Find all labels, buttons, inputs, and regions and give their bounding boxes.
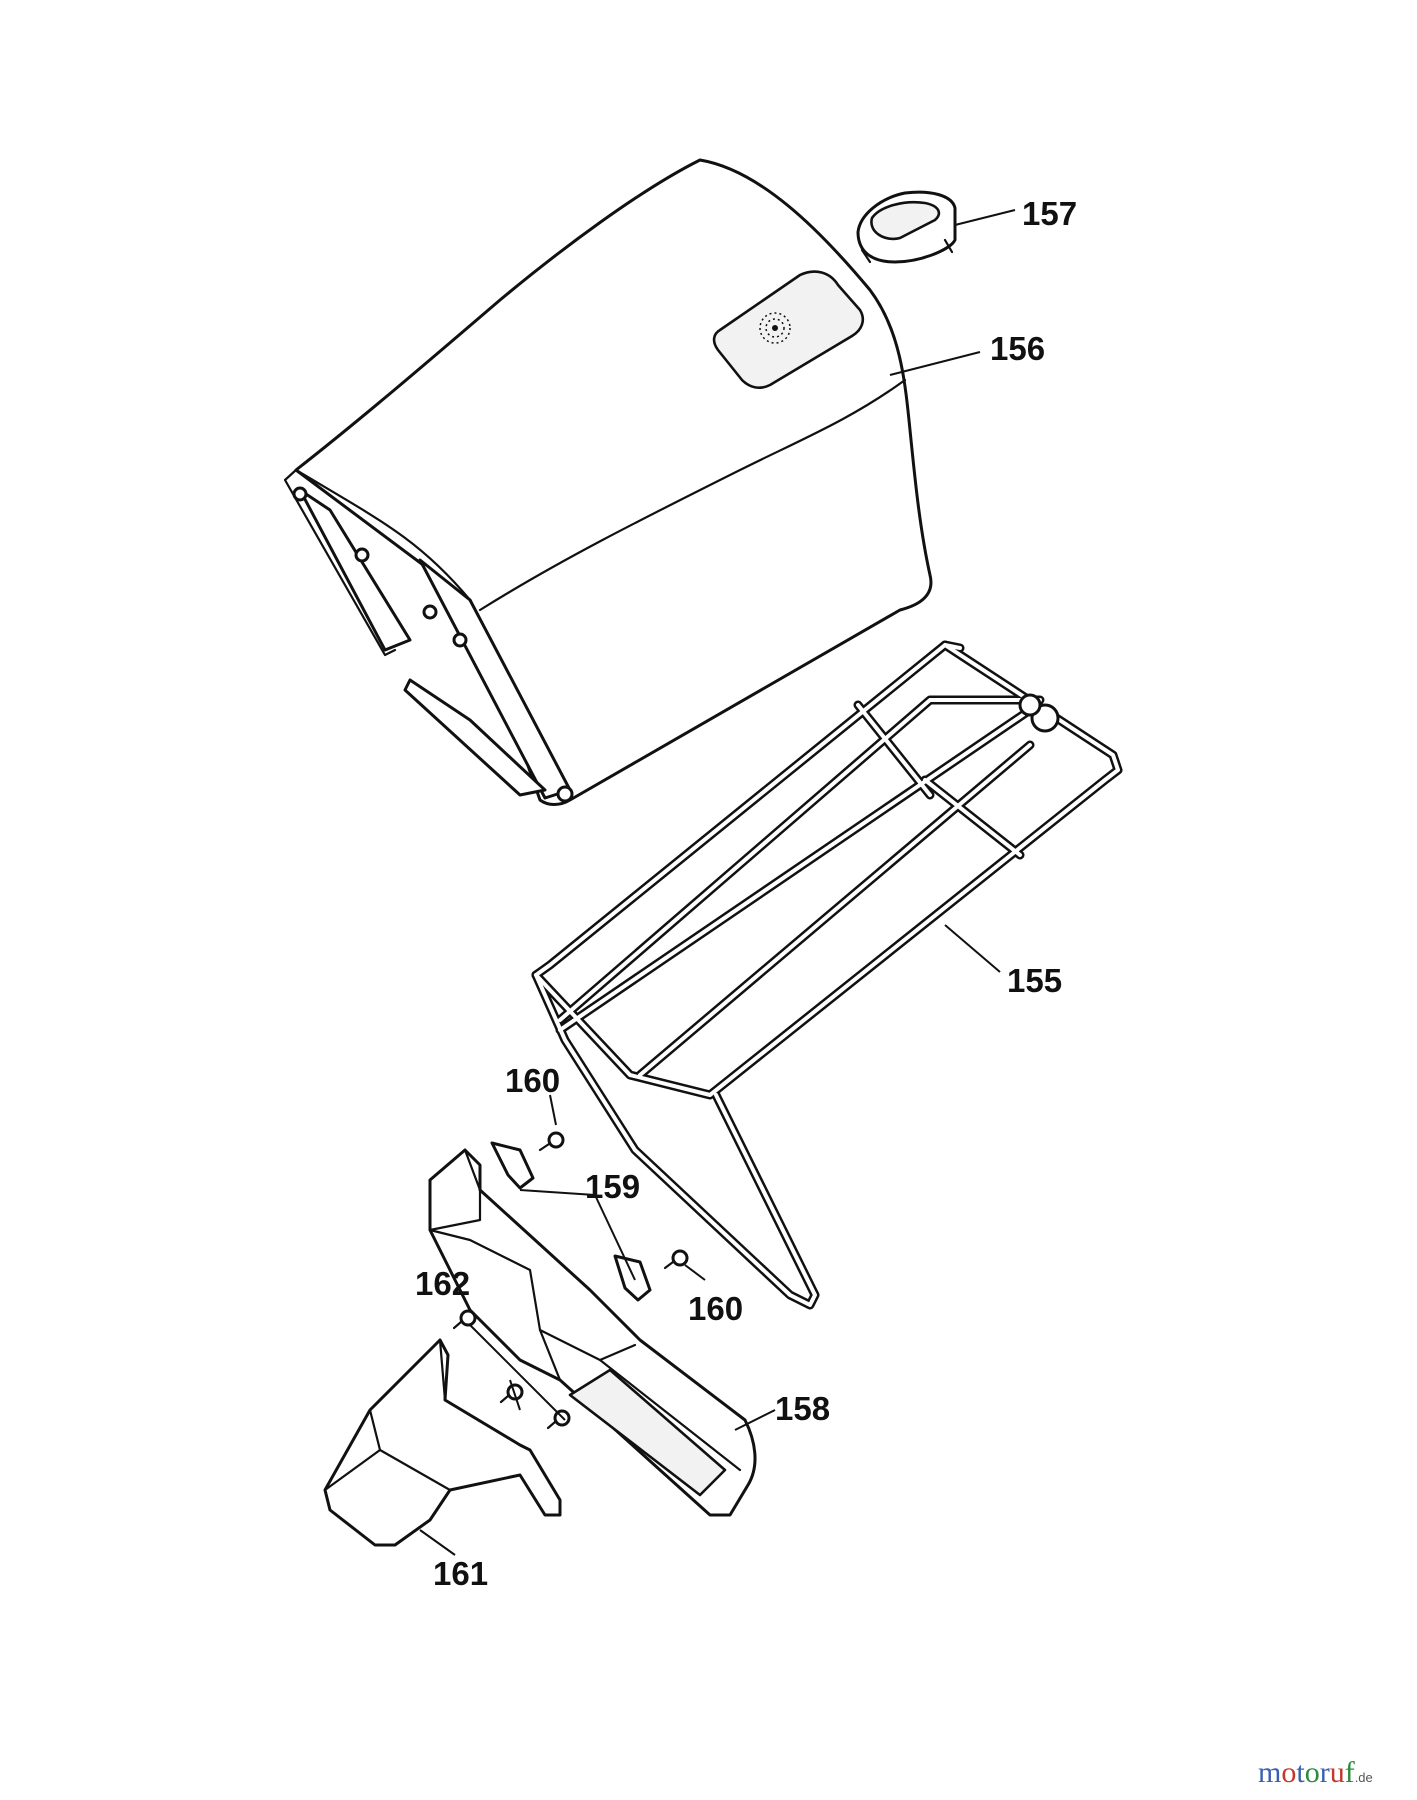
callout-156: 156 [990, 330, 1045, 367]
callout-159: 159 [585, 1168, 640, 1205]
watermark-letter: f [1345, 1756, 1355, 1789]
part-160-screws [538, 1131, 689, 1270]
fill-indicator-dots [759, 312, 791, 344]
watermark-letter: o [1305, 1756, 1320, 1789]
watermark-letter: m [1258, 1756, 1281, 1789]
watermark-suffix: .de [1355, 1770, 1373, 1785]
watermark-letter: t [1296, 1756, 1305, 1789]
part-157-indicator-cap [856, 190, 957, 264]
callout-158: 158 [775, 1390, 830, 1427]
callout-162: 162 [415, 1265, 470, 1302]
callout-161: 161 [433, 1555, 488, 1592]
part-159-clips [490, 1141, 652, 1302]
part-156-grass-bag [283, 158, 933, 806]
part-161-deflector [323, 1338, 562, 1547]
screw-icon [538, 1131, 565, 1152]
callout-160-top: 160 [505, 1062, 560, 1099]
part-158-discharge-chute [428, 1148, 757, 1517]
callout-160-right: 160 [688, 1290, 743, 1327]
part-155-wire-frame [531, 640, 1123, 1310]
svg-text:motoruf.de: motoruf.de [1258, 1756, 1373, 1789]
callout-155: 155 [1007, 962, 1062, 999]
callout-labels: 157 156 155 160 159 160 162 158 161 [415, 195, 1077, 1592]
watermark-letter: r [1320, 1756, 1330, 1789]
leader-lines [419, 209, 1016, 1556]
screw-icon [663, 1249, 689, 1270]
screw-icon [452, 1309, 477, 1330]
watermark-letter: o [1281, 1756, 1296, 1789]
watermark-logo: motoruf.de [1258, 1756, 1373, 1789]
callout-157: 157 [1022, 195, 1077, 232]
watermark-letter: u [1330, 1756, 1345, 1789]
